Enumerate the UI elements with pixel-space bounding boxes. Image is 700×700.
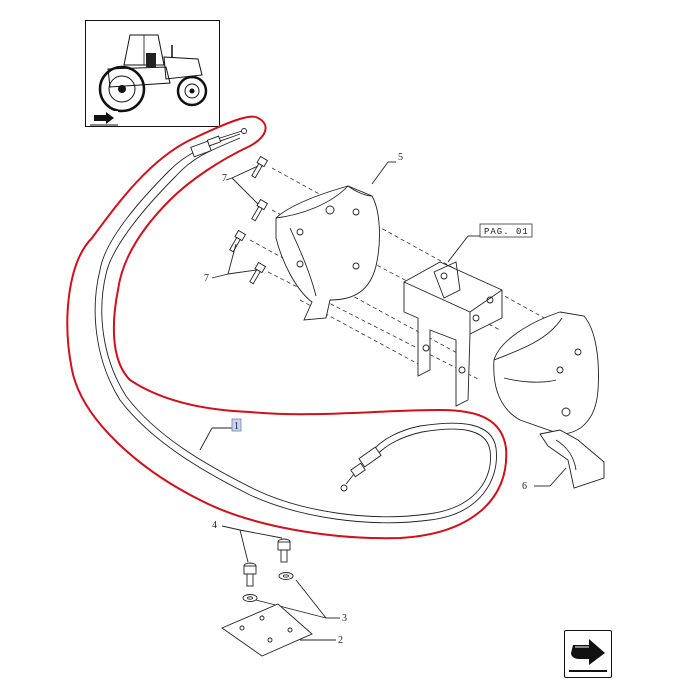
next-page-arrow-icon (569, 639, 607, 672)
callout-5: 5 (398, 152, 403, 163)
callout-4: 4 (212, 520, 217, 531)
arrow-hand-icon (88, 111, 118, 126)
screws-part-4 (221, 525, 291, 587)
tractor-thumbnail-icon (88, 34, 208, 126)
callout-3: 3 (342, 613, 347, 624)
callout-1: 1 (234, 421, 239, 432)
washers-part-3 (242, 572, 340, 619)
plate-part-2 (221, 603, 336, 657)
cover-part-6 (493, 311, 605, 489)
bracket-housing-part-5 (275, 161, 396, 321)
page-ref-label: PAG. 01 (484, 227, 529, 237)
mounting-bracket (403, 235, 503, 407)
callout-1-marker (231, 418, 242, 432)
page-ref-box (479, 223, 533, 238)
callout-2: 2 (338, 635, 343, 646)
cable-highlight-outline (66, 115, 508, 540)
cable-assembly (94, 128, 497, 524)
callout-7b: 7 (204, 273, 209, 284)
tractor-thumbnail (85, 20, 220, 127)
next-page-button[interactable] (564, 630, 612, 678)
callout-7a: 7 (222, 173, 227, 184)
callout-6: 6 (522, 481, 527, 492)
bolts-part-7 (211, 155, 269, 285)
